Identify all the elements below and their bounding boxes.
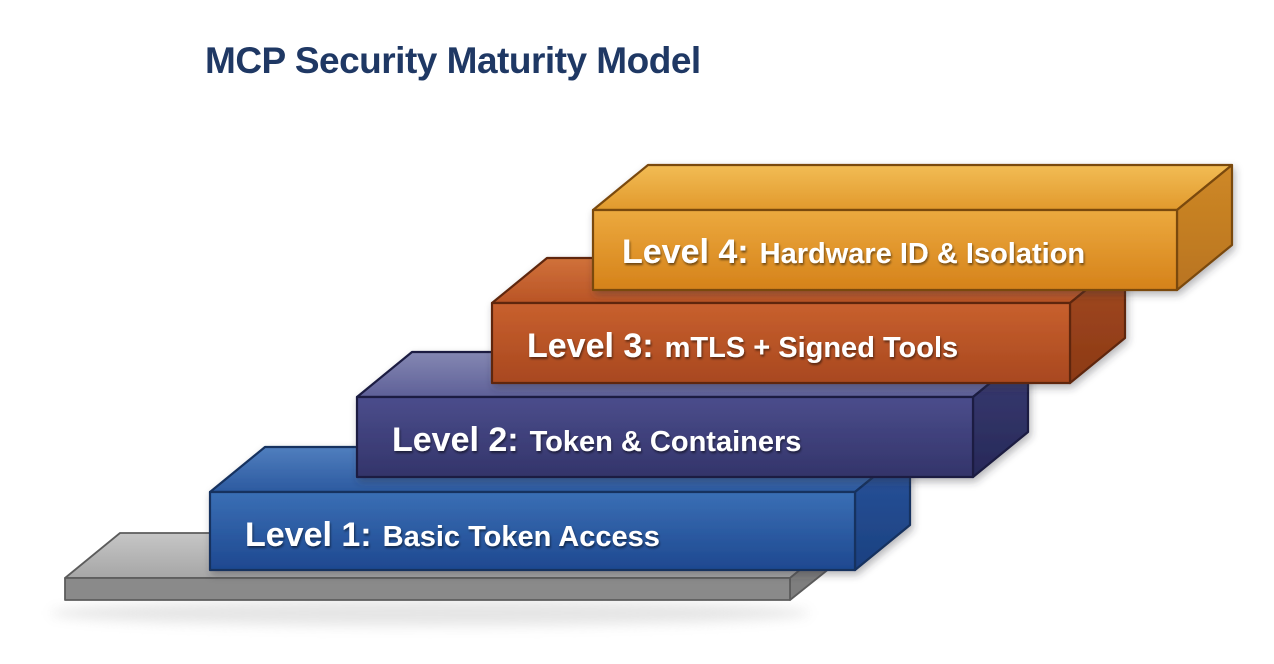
level-4-step: Level 4: Hardware ID & Isolation	[591, 163, 1234, 292]
level-2-label-description: Token & Containers	[530, 426, 802, 458]
level-4-front-face	[591, 208, 1179, 292]
level-4-label-description: Hardware ID & Isolation	[760, 238, 1086, 270]
level-2-label-prefix: Level 2:	[392, 421, 519, 459]
level-1-step: Level 1: Basic Token Access	[208, 445, 912, 572]
level-1-front-face	[208, 490, 857, 572]
ground-shadow	[50, 600, 810, 626]
level-4-top-face	[591, 163, 1234, 212]
diagram-title: MCP Security Maturity Model	[205, 40, 701, 81]
level-2-front-face	[355, 395, 975, 479]
level-3-label: Level 3: mTLS + Signed Tools	[527, 327, 958, 365]
level-1-label: Level 1: Basic Token Access	[245, 516, 660, 554]
base-front-face	[64, 577, 791, 601]
level-2-label: Level 2: Token & Containers	[392, 421, 801, 459]
level-4-label-prefix: Level 4:	[622, 233, 749, 271]
level-3-label-prefix: Level 3:	[527, 327, 654, 365]
level-1-label-prefix: Level 1:	[245, 516, 372, 554]
level-1-label-description: Basic Token Access	[383, 521, 660, 553]
level-3-front-face	[490, 301, 1072, 385]
level-3-label-description: mTLS + Signed Tools	[665, 332, 959, 364]
level-4-label: Level 4: Hardware ID & Isolation	[622, 233, 1085, 271]
